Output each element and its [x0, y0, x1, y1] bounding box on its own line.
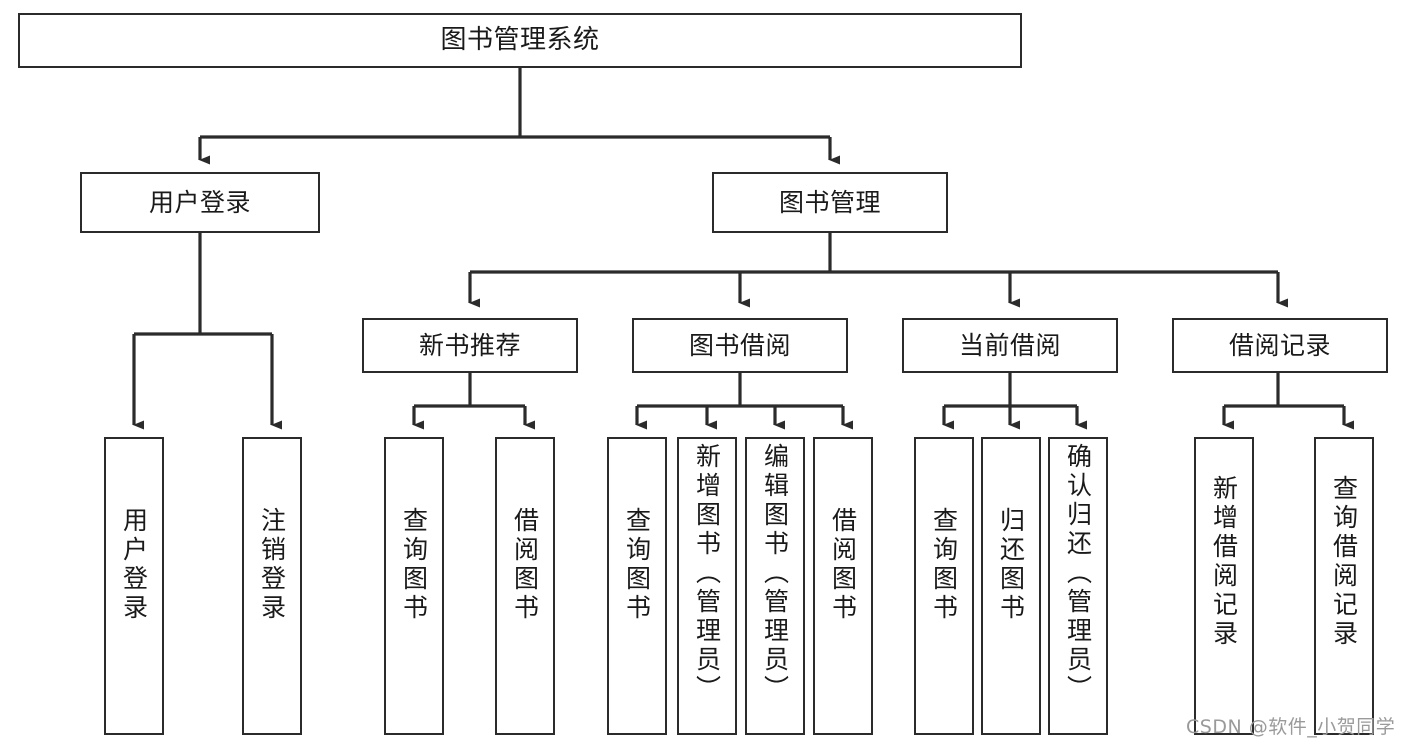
node-label: 确认归还（管理员）: [1063, 443, 1093, 704]
node-label: 当前借阅: [958, 330, 1061, 360]
node-label: 用户登录: [148, 187, 251, 217]
node-borrow-record[interactable]: 借阅记录: [1172, 318, 1388, 373]
node-label: 查询借阅记录: [1329, 475, 1359, 649]
leaf-confirm-return-admin[interactable]: 确认归还（管理员）: [1048, 437, 1108, 735]
leaf-logout[interactable]: 注销登录: [242, 437, 302, 735]
node-label: 图书管理: [778, 187, 881, 217]
node-label: 借阅图书: [510, 507, 540, 623]
leaf-edit-book-admin[interactable]: 编辑图书（管理员）: [745, 437, 805, 735]
node-root-system[interactable]: 图书管理系统: [18, 13, 1022, 68]
node-label: 借阅记录: [1228, 330, 1331, 360]
node-label: 归还图书: [996, 507, 1026, 623]
node-user-login[interactable]: 用户登录: [80, 172, 320, 233]
leaf-add-borrow-record[interactable]: 新增借阅记录: [1194, 437, 1254, 735]
leaf-add-book-admin[interactable]: 新增图书（管理员）: [677, 437, 737, 735]
node-label: 图书管理系统: [440, 25, 600, 56]
node-label: 新增图书（管理员）: [692, 443, 722, 704]
edges-current-to-leaves: [942, 373, 1087, 430]
edges-bookmgmt-to-level2: [468, 233, 1288, 308]
node-book-management[interactable]: 图书管理: [712, 172, 948, 233]
node-new-book-recommend[interactable]: 新书推荐: [362, 318, 578, 373]
node-label: 查询图书: [399, 507, 429, 623]
leaf-return-book[interactable]: 归还图书: [981, 437, 1041, 735]
edges-borrow-to-leaves: [635, 373, 853, 430]
leaf-borrow-book-new[interactable]: 借阅图书: [495, 437, 555, 735]
leaf-query-borrow-record[interactable]: 查询借阅记录: [1314, 437, 1374, 735]
node-current-borrow[interactable]: 当前借阅: [902, 318, 1118, 373]
edges-root-to-level1: [198, 68, 840, 165]
watermark-text: CSDN @软件_小贺同学: [1186, 716, 1396, 738]
node-label: 查询图书: [622, 507, 652, 623]
leaf-query-book-current[interactable]: 查询图书: [914, 437, 974, 735]
leaf-borrow-book[interactable]: 借阅图书: [813, 437, 873, 735]
leaf-user-login[interactable]: 用户登录: [104, 437, 164, 735]
leaf-query-book-new[interactable]: 查询图书: [384, 437, 444, 735]
node-label: 借阅图书: [828, 507, 858, 623]
node-label: 编辑图书（管理员）: [760, 443, 790, 704]
node-label: 图书借阅: [688, 330, 791, 360]
node-label: 新书推荐: [418, 330, 521, 360]
node-label: 查询图书: [929, 507, 959, 623]
edges-record-to-leaves: [1222, 373, 1354, 430]
edges-newbook-to-leaves: [412, 373, 535, 430]
node-label: 用户登录: [119, 507, 149, 623]
node-label: 新增借阅记录: [1209, 475, 1239, 649]
node-book-borrow[interactable]: 图书借阅: [632, 318, 848, 373]
leaf-query-book-borrow[interactable]: 查询图书: [607, 437, 667, 735]
node-label: 注销登录: [257, 507, 287, 623]
edges-userlogin-to-leaves: [132, 233, 282, 430]
